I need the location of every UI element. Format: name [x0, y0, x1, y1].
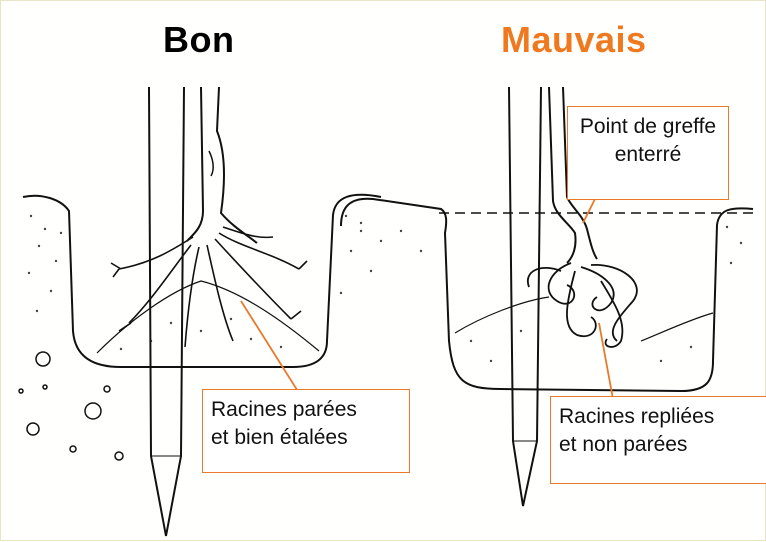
bad-soil-speckles [360, 222, 742, 362]
bad-callout-leader [599, 323, 613, 399]
bad-roots-line-1: Racines repliées [559, 403, 759, 431]
graft-point-line-2: enterré [576, 141, 720, 169]
good-roots [111, 227, 307, 347]
bad-stake [509, 87, 541, 506]
bad-roots [528, 263, 637, 347]
good-roots-line-1: Racines parées [211, 396, 401, 424]
good-pebbles [19, 352, 123, 460]
bad-roots-callout: Racines repliées et non parées [550, 396, 766, 484]
good-soil-speckles [28, 215, 372, 350]
good-roots-line-2: et bien étalées [211, 424, 401, 452]
bad-planting-hole [341, 199, 753, 391]
graft-point-callout: Point de greffe enterré [567, 106, 729, 200]
good-stake [149, 87, 184, 536]
heading-good: Bon [163, 19, 234, 61]
graft-point-line-1: Point de greffe [576, 113, 720, 141]
good-roots-callout: Racines parées et bien étalées [202, 389, 410, 473]
good-trunk [187, 87, 257, 243]
bad-roots-line-2: et non parées [559, 431, 759, 459]
heading-bad: Mauvais [501, 19, 647, 61]
